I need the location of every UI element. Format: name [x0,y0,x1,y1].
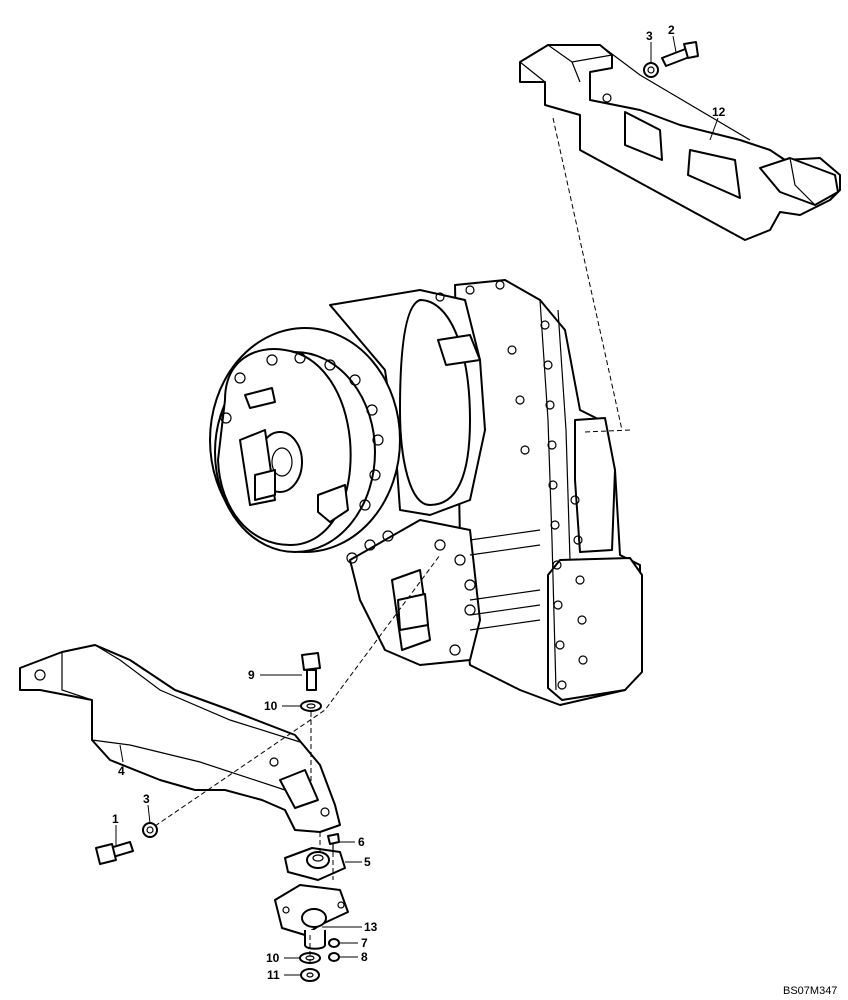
assembly-lines [154,117,631,965]
callout-3-top: 3 [646,29,653,43]
callout-3-bottom: 3 [143,792,150,806]
drawing-reference-code: BS07M347 [783,985,837,997]
front-mounting-bracket [19,644,341,833]
callout-2: 2 [668,23,675,37]
callout-5: 5 [364,855,371,869]
transmission-assembly [209,279,643,706]
callout-7: 7 [361,936,368,950]
rubber-mount-assembly [274,847,349,950]
callout-10-bottom: 10 [266,951,280,965]
callout-11: 11 [267,968,280,982]
rear-mounting-bracket [519,44,841,241]
leader-lines [115,35,719,976]
callout-10-top: 10 [264,699,278,713]
callout-8: 8 [361,950,368,964]
callout-4: 4 [118,764,125,778]
callout-12: 12 [712,105,726,119]
callout-13: 13 [364,920,378,934]
callout-9: 9 [248,668,255,682]
callout-6: 6 [358,835,365,849]
callout-labels: 2 3 12 9 10 4 3 1 6 5 13 7 8 10 11 BS07M… [112,23,837,997]
callout-1: 1 [112,812,119,826]
